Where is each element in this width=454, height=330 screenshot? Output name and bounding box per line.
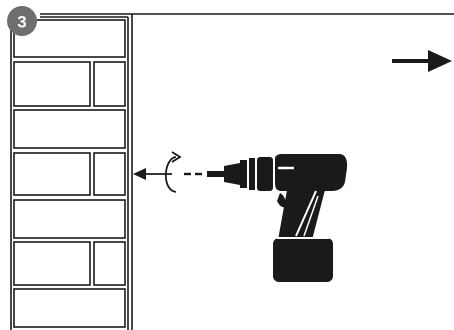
- drill-bit-icon: [207, 171, 225, 177]
- step-number: 3: [17, 13, 26, 32]
- brick-wall-icon: [11, 14, 132, 330]
- step-badge: 3: [7, 6, 37, 36]
